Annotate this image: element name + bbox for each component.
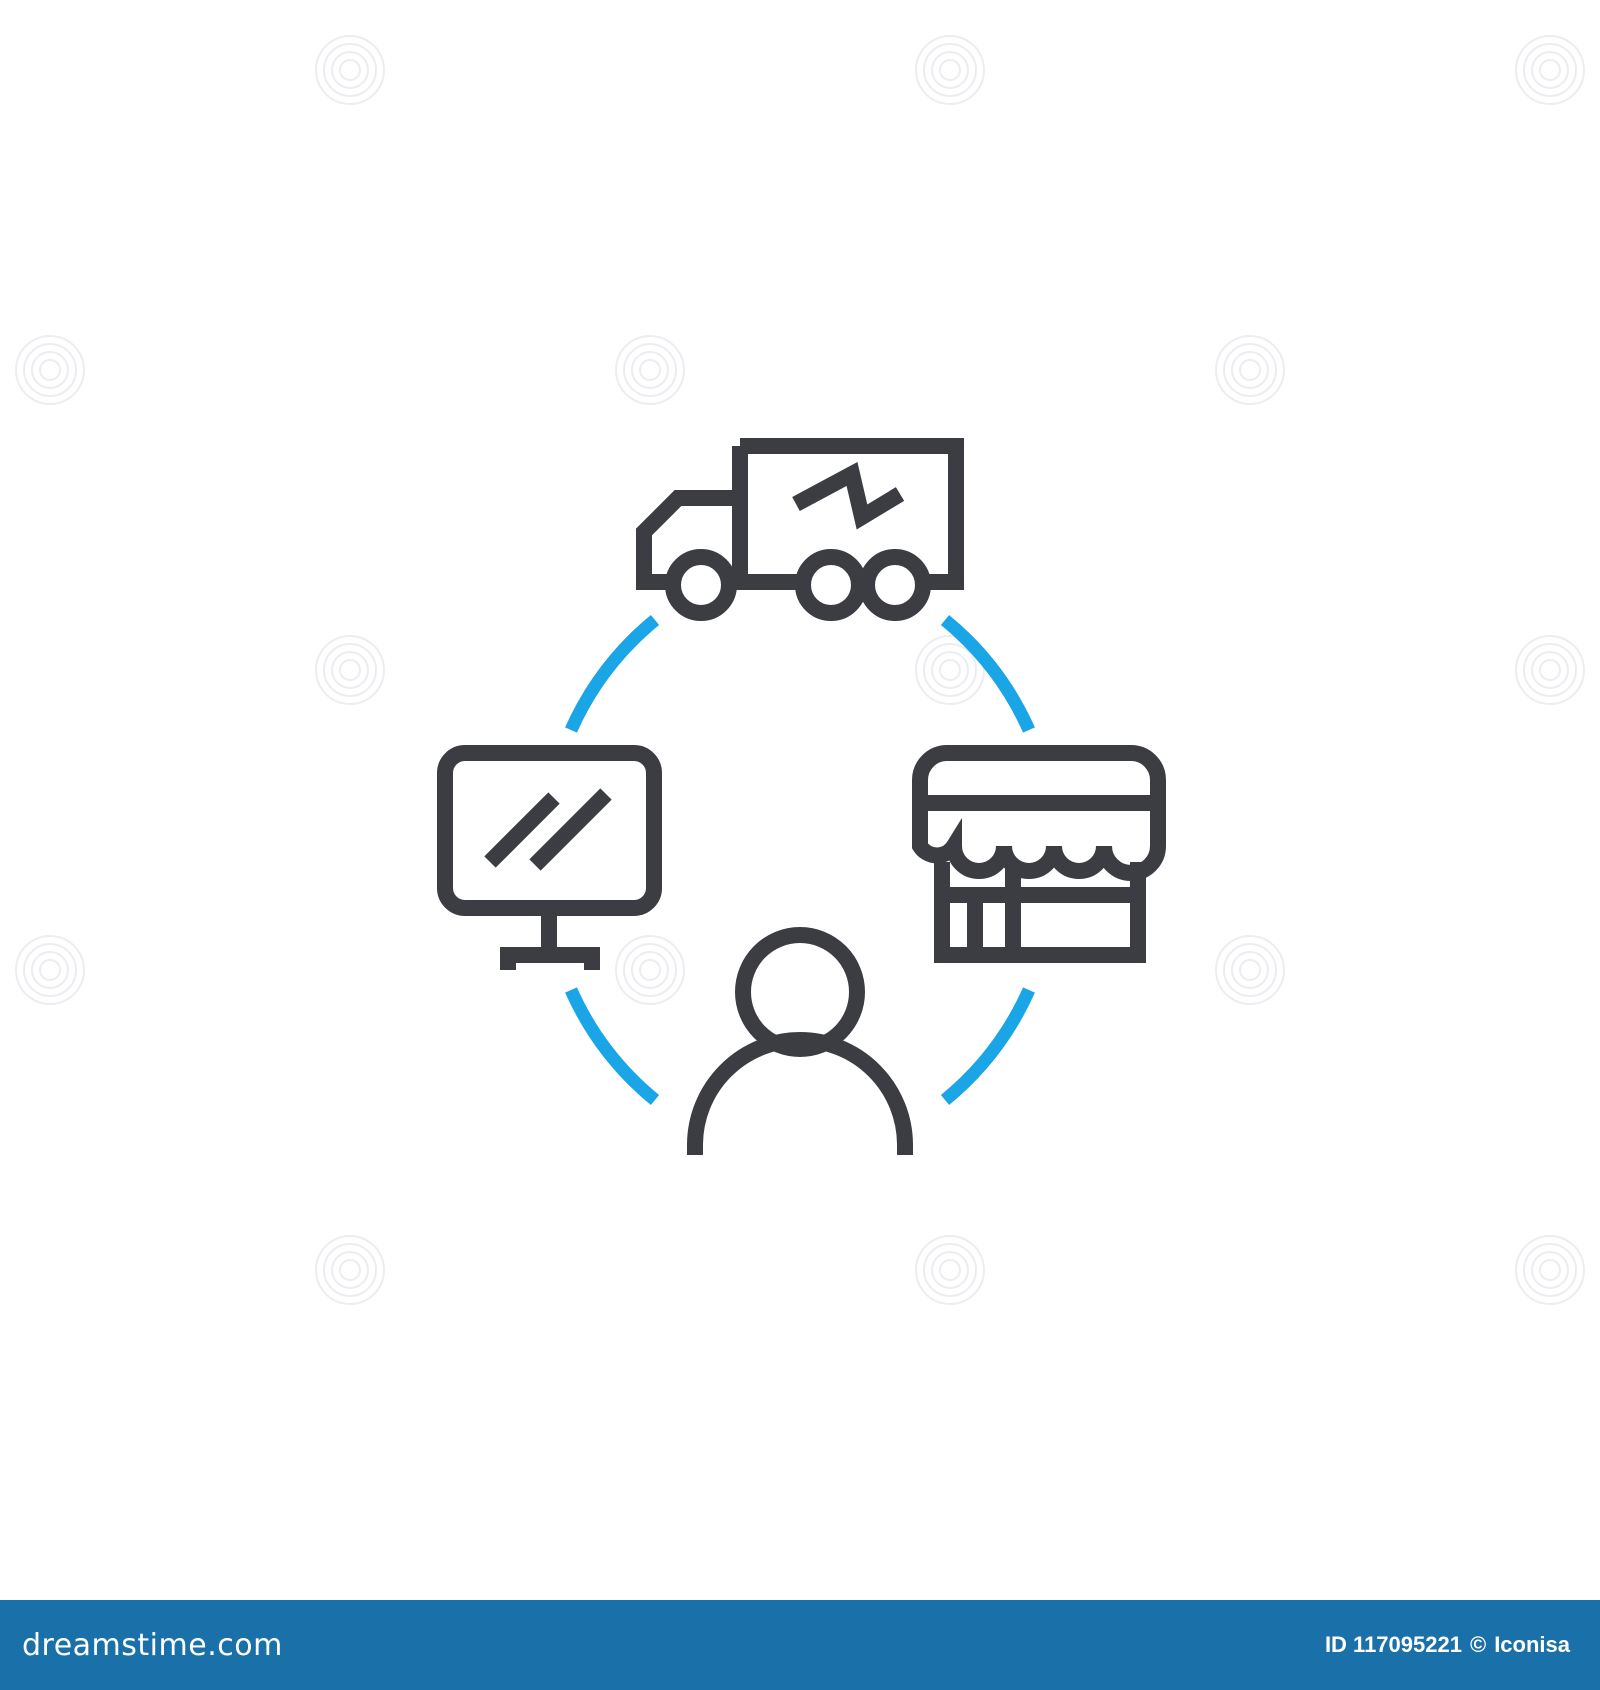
watermark-spiral (1515, 1235, 1585, 1305)
stock-footer-bar: dreamstime.com ID 117095221 © Iconisa (0, 1600, 1600, 1690)
watermark-spiral (915, 35, 985, 105)
watermark-pattern (15, 35, 1585, 1305)
watermark-spiral (915, 1235, 985, 1305)
dreamstime-brand[interactable]: dreamstime.com (22, 1627, 283, 1663)
image-id: ID 117095221 (1324, 1632, 1462, 1657)
watermark-spiral (1515, 635, 1585, 705)
watermark-spiral (1215, 935, 1285, 1005)
ring-arc-top-right (940, 614, 1035, 733)
user-person-icon (687, 927, 913, 1155)
author-name[interactable]: Iconisa (1494, 1632, 1570, 1657)
watermark-spiral (615, 935, 685, 1005)
watermark-spiral (15, 335, 85, 405)
watermark-spiral (315, 1235, 385, 1305)
dashed-cycle-ring (565, 614, 1035, 1106)
truck-icon (636, 438, 964, 621)
ring-arc-bottom-left (565, 987, 660, 1106)
watermark-spiral (915, 635, 985, 705)
omnichannel-illustration (437, 438, 1166, 1155)
ring-arc-bottom-right (940, 987, 1035, 1106)
watermark-spiral (315, 635, 385, 705)
watermark-spiral (1515, 35, 1585, 105)
watermark-spiral (615, 335, 685, 405)
copyright-symbol: © (1469, 1632, 1487, 1657)
watermark-spiral (1215, 335, 1285, 405)
watermark-spiral (15, 935, 85, 1005)
shop-storefront-icon (912, 745, 1166, 963)
ring-arc-top-left (565, 614, 660, 733)
watermark-spiral (315, 35, 385, 105)
computer-monitor-icon (437, 745, 662, 970)
image-credit: ID 117095221 © Iconisa (1325, 1632, 1570, 1658)
